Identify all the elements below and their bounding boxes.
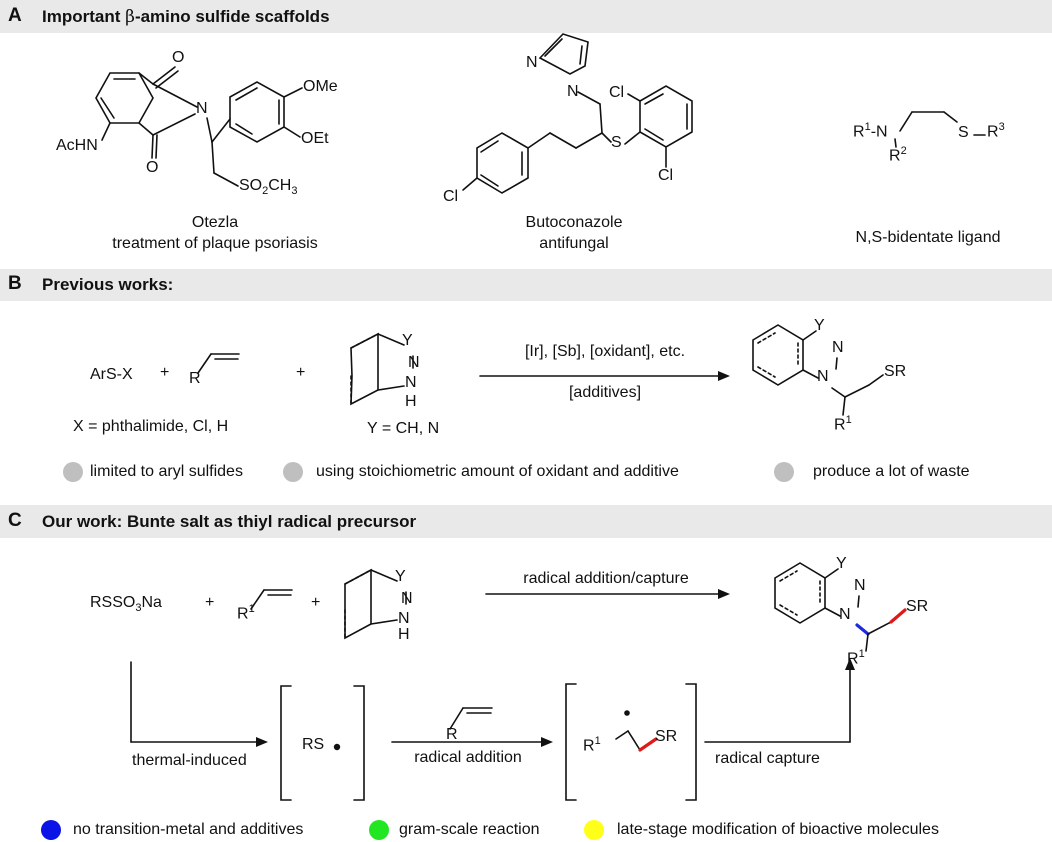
ligand-r2: R2: [889, 145, 907, 165]
otezla-acnh: AcHN: [56, 137, 98, 154]
prod-c-y: Y: [836, 555, 847, 572]
bunte-salt: RSSO3Na: [90, 594, 162, 615]
otezla-description: treatment of plaque psoriasis: [112, 235, 318, 252]
feature-1: no transition-metal and additives: [73, 821, 304, 838]
otezla-name: Otezla: [191, 214, 239, 231]
feature-dot-2: [369, 820, 389, 840]
butoconazole-cl3: Cl: [443, 188, 459, 205]
alkene-r1-c: R1: [237, 603, 255, 623]
prod-c-n1: N: [839, 606, 851, 623]
plus-b-1: +: [160, 364, 170, 381]
conditions-top: [Ir], [Sb], [oxidant], etc.: [524, 343, 686, 360]
section-c-product: [774, 562, 907, 652]
butoconazole-n1: N: [526, 54, 538, 71]
section-b-arrow: [479, 371, 730, 381]
butoconazole-n2: N: [567, 83, 579, 100]
het-b-y: Y: [402, 332, 413, 349]
prod-c-n2: N: [854, 577, 866, 594]
butoconazole-name: Butoconazole: [525, 214, 623, 231]
x-definition: X = phthalimide, Cl, H: [73, 418, 229, 435]
otezla-n: N: [196, 100, 208, 117]
section-a-letter: A: [8, 5, 22, 26]
butoconazole-cl2: Cl: [658, 167, 674, 184]
ligand-name: N,S-bidentate ligand: [855, 229, 1001, 246]
prod-b-n1: N: [817, 368, 829, 385]
ligand-structure: [894, 111, 986, 148]
ligand-s: S: [958, 124, 969, 141]
radical-capture-label: radical capture: [715, 750, 820, 767]
prod-b-y: Y: [814, 317, 825, 334]
reagent-arsx: ArS-X: [90, 366, 133, 383]
butoconazole-description: antifungal: [539, 235, 609, 252]
feature-dot-3: [584, 820, 604, 840]
prod-b-r1: R1: [834, 414, 852, 434]
radical-addition-alkene-r: R: [446, 726, 458, 743]
limitation-3: produce a lot of waste: [813, 463, 970, 480]
conditions-bottom: [additives]: [568, 384, 642, 401]
otezla-ome: OMe: [303, 78, 338, 95]
het-b-n: N: [408, 354, 420, 371]
butoconazole-structure: [462, 33, 693, 194]
otezla-so2ch3: SO2CH3: [239, 177, 298, 198]
limitation-dot-1: [63, 462, 83, 482]
limitation-dot-2: [283, 462, 303, 482]
radical-dot-intermediate: [624, 710, 630, 716]
het-c-nh-h: H: [398, 626, 410, 643]
section-b-letter: B: [8, 273, 22, 294]
section-c-alkene: [250, 589, 293, 610]
feature-3: late-stage modification of bioactive mol…: [617, 821, 939, 838]
het-c-n: N: [401, 590, 413, 607]
intermediate-sr: SR: [655, 728, 678, 745]
section-a-header: A Important β-amino sulfide scaffolds: [0, 0, 1052, 33]
otezla-o-top: O: [172, 49, 185, 66]
otezla-oet: OEt: [301, 130, 329, 147]
radical-addition-capture-label: radical addition/capture: [523, 570, 689, 587]
section-c-header: C Our work: Bunte salt as thiyl radical …: [0, 505, 1052, 538]
limitation-1: limited to aryl sulfides: [90, 463, 243, 480]
plus-c-1: +: [205, 594, 215, 611]
het-c-nh-n: N: [398, 610, 410, 627]
otezla-o-bottom: O: [146, 159, 159, 176]
otezla-structure: [95, 66, 303, 187]
section-b-heterocycle: [350, 332, 414, 406]
butoconazole-s: S: [611, 134, 622, 151]
alkene-r-b: R: [189, 370, 201, 387]
radical-dot-rs: [333, 743, 341, 751]
feature-dot-1: [41, 820, 61, 840]
radical-addition-label: radical addition: [414, 749, 522, 766]
section-c-letter: C: [8, 510, 22, 531]
het-b-nh-h: H: [405, 393, 417, 410]
prod-c-r1: R1: [847, 648, 865, 668]
section-b-title: Previous works:: [42, 275, 174, 294]
intermediate-r1: R1: [583, 735, 601, 755]
limitation-dot-3: [774, 462, 794, 482]
section-b-alkene: [197, 353, 240, 374]
plus-b-2: +: [296, 364, 306, 381]
prod-c-sr: SR: [906, 598, 929, 615]
section-c-heterocycle: [344, 568, 407, 640]
section-c-mechanism: [130, 658, 855, 801]
plus-c-2: +: [311, 594, 321, 611]
het-b-nh-n: N: [405, 374, 417, 391]
section-b-product: [752, 324, 884, 416]
thermal-induced-label: thermal-induced: [132, 752, 247, 769]
het-c-y: Y: [395, 568, 406, 585]
butoconazole-cl1: Cl: [609, 84, 625, 101]
prod-b-sr: SR: [884, 363, 907, 380]
y-definition: Y = CH, N: [367, 420, 440, 437]
ligand-r3: R3: [987, 121, 1005, 141]
prod-b-n2: N: [832, 339, 844, 356]
rs-radical: RS: [302, 736, 325, 753]
section-c-title: Our work: Bunte salt as thiyl radical pr…: [42, 512, 417, 531]
feature-2: gram-scale reaction: [399, 821, 540, 838]
section-b-header: B Previous works:: [0, 269, 1052, 301]
section-c-main-arrow: [485, 589, 730, 599]
section-a-title: Important β-amino sulfide scaffolds: [42, 7, 330, 27]
ligand-r1: R1-N: [853, 121, 888, 141]
limitation-2: using stoichiometric amount of oxidant a…: [316, 463, 679, 480]
